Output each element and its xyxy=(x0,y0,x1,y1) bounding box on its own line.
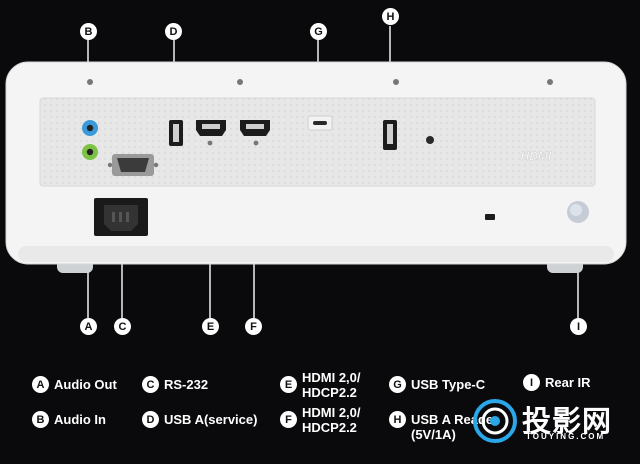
watermark-title: 投影网 xyxy=(522,404,613,438)
callout-i: I xyxy=(570,318,587,335)
usb-type-c-port xyxy=(307,115,333,131)
legend-badge-c: C xyxy=(142,376,159,393)
hdmi-port-1 xyxy=(196,120,226,146)
callout-h: H xyxy=(382,8,399,25)
legend-label-usb-a-service: USB A(service) xyxy=(164,412,258,427)
legend-label-hdmi-2: HDMI 2,0/ HDCP2.2 xyxy=(302,405,361,435)
watermark-subtitle: TOUYING.COM xyxy=(526,432,606,441)
usb-a-service-port xyxy=(169,120,183,146)
legend-badge-g: G xyxy=(389,376,406,393)
legend-badge-b: B xyxy=(32,411,49,428)
legend-badge-i: I xyxy=(523,374,540,391)
legend-badge-e: E xyxy=(280,376,297,393)
screws xyxy=(87,79,553,85)
watermark-logo-icon xyxy=(473,399,517,443)
legend-badge-d: D xyxy=(142,411,159,428)
legend-label-rs232: RS-232 xyxy=(164,377,209,392)
callout-e: E xyxy=(202,318,219,335)
hdmi-port-2 xyxy=(240,120,270,146)
legend-badge-a: A xyxy=(32,376,49,393)
watermark: 投影网 TOUYING.COM xyxy=(472,396,638,446)
legend-label-usb-type-c: USB Type-C xyxy=(411,377,486,392)
reset-hole xyxy=(426,136,434,144)
power-inlet xyxy=(94,198,148,236)
callout-f: F xyxy=(245,318,262,335)
callout-g: G xyxy=(310,23,327,40)
usb-a-reader-port xyxy=(383,120,397,150)
callout-a: A xyxy=(80,318,97,335)
legend-badge-f: F xyxy=(280,411,297,428)
rs232-port xyxy=(107,154,159,176)
security-lock-slot xyxy=(485,214,495,220)
legend-badge-h: H xyxy=(389,411,406,428)
legend-label-audio-in: Audio In xyxy=(54,412,106,427)
legend-label-rear-ir: Rear IR xyxy=(545,375,591,390)
legend-label-audio-out: Audio Out xyxy=(54,377,117,392)
hdmi-logo: HDMI xyxy=(521,149,552,163)
callout-c: C xyxy=(114,318,131,335)
callout-d: D xyxy=(165,23,182,40)
legend-label-hdmi-1: HDMI 2,0/ HDCP2.2 xyxy=(302,370,361,400)
callout-b: B xyxy=(80,23,97,40)
